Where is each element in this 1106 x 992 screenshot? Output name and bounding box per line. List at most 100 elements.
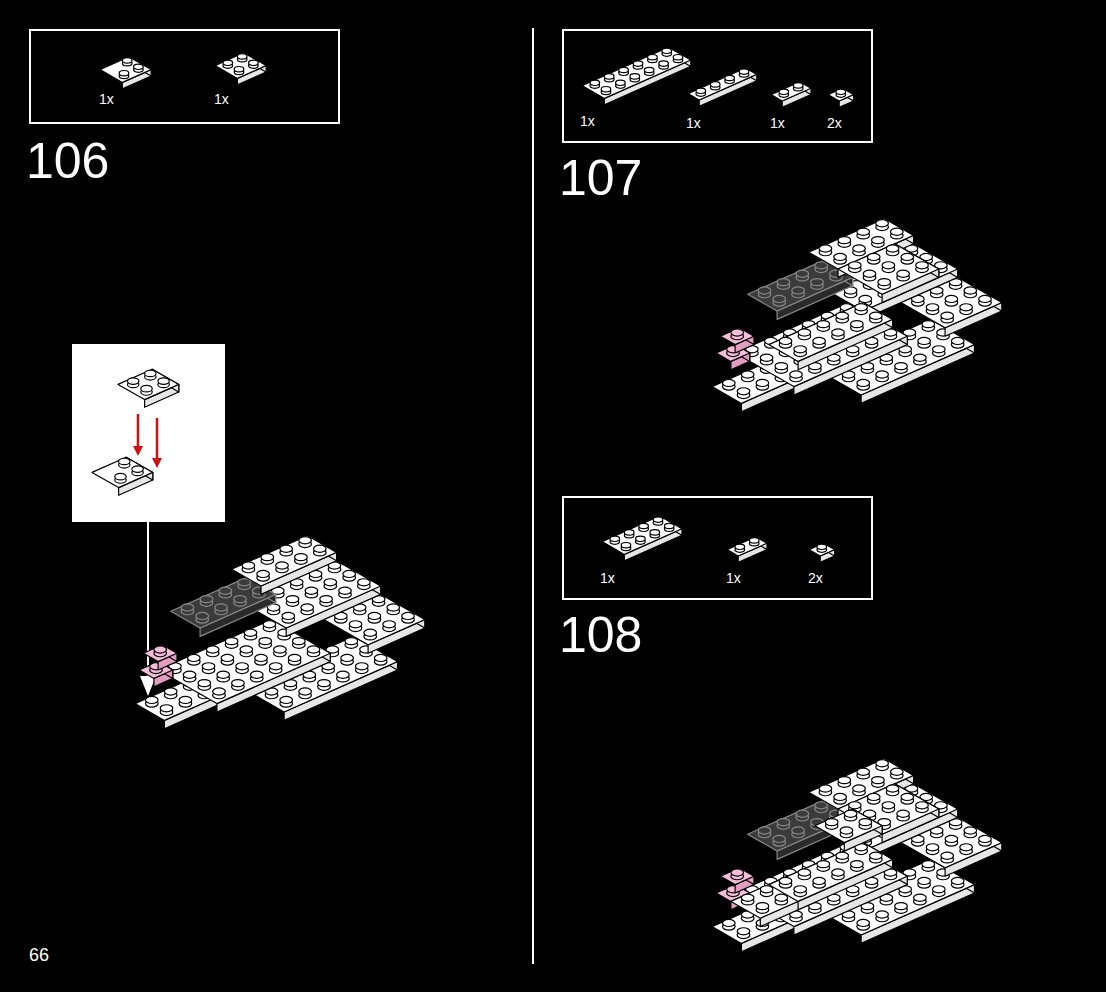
stud — [853, 245, 866, 252]
stud — [659, 61, 669, 66]
parts-box: 1x1x — [29, 29, 340, 124]
stud — [836, 852, 849, 859]
plate-face — [838, 244, 939, 294]
stud — [964, 287, 977, 294]
stud — [951, 877, 964, 884]
stud — [779, 877, 792, 884]
stud — [119, 458, 130, 464]
stud — [819, 785, 832, 792]
stud — [760, 886, 773, 893]
stud — [662, 48, 672, 53]
stud — [616, 80, 626, 85]
stud — [886, 785, 899, 792]
plate-face — [582, 47, 691, 98]
stud — [916, 262, 929, 269]
stud — [901, 253, 914, 260]
stud — [749, 538, 759, 543]
stud — [242, 562, 255, 569]
stud — [122, 58, 132, 63]
stud — [263, 621, 276, 628]
plate-face — [100, 57, 151, 83]
stud — [257, 570, 270, 577]
red-arrows — [133, 414, 162, 468]
stud — [758, 827, 771, 834]
stud — [619, 67, 629, 72]
stud — [891, 768, 904, 775]
stud — [758, 287, 771, 294]
stud — [817, 321, 830, 328]
brick-assembly — [135, 536, 425, 729]
part-count: 1x — [770, 115, 785, 131]
stud — [794, 346, 807, 353]
stud — [859, 295, 872, 302]
stud — [979, 295, 992, 302]
part-icon — [828, 88, 854, 107]
stud — [115, 473, 126, 479]
stud — [286, 596, 299, 603]
stud — [723, 919, 736, 926]
stud — [777, 279, 790, 286]
stud — [237, 54, 247, 59]
stud — [849, 262, 862, 269]
stud — [288, 654, 301, 661]
stud — [337, 671, 350, 678]
stud — [387, 604, 400, 611]
stud — [790, 371, 803, 378]
plate-face — [720, 328, 754, 345]
part-icon — [688, 68, 757, 106]
stud — [305, 587, 318, 594]
stud — [723, 379, 736, 386]
stud — [891, 228, 904, 235]
stud — [320, 596, 333, 603]
stud — [215, 604, 228, 611]
plate-face — [143, 645, 177, 662]
stud — [901, 793, 914, 800]
stud — [181, 604, 194, 611]
plate-face — [232, 536, 337, 586]
part-count: 1x — [600, 570, 615, 586]
stud — [960, 304, 973, 311]
stud — [601, 86, 611, 91]
stud — [339, 587, 352, 594]
plate-face — [118, 369, 179, 399]
stud — [741, 894, 754, 901]
plate-face — [769, 303, 893, 362]
stud — [918, 337, 931, 344]
stud — [610, 536, 620, 541]
plate-face — [602, 516, 682, 554]
stud — [213, 688, 226, 695]
stud — [664, 523, 674, 528]
part-count: 2x — [827, 115, 842, 131]
stud — [343, 570, 356, 577]
part-count: 1x — [580, 113, 595, 129]
stud — [794, 886, 807, 893]
stud — [223, 60, 233, 65]
stud — [815, 262, 828, 269]
stud — [261, 554, 274, 561]
stud — [853, 785, 866, 792]
part-icon — [809, 543, 835, 562]
stud — [775, 894, 788, 901]
stud — [244, 629, 257, 636]
stud — [796, 810, 809, 817]
stud — [878, 279, 891, 286]
stud — [368, 612, 381, 619]
stud — [794, 886, 807, 893]
part-icon — [727, 537, 767, 563]
stud — [160, 705, 173, 712]
stud — [202, 663, 215, 670]
stud — [851, 321, 864, 328]
stud — [815, 802, 828, 809]
stud — [844, 810, 857, 817]
stud — [358, 579, 371, 586]
stud — [792, 287, 805, 294]
stud — [725, 75, 735, 80]
stud — [779, 89, 789, 94]
stud — [933, 346, 946, 353]
stud — [945, 835, 958, 842]
stud — [650, 530, 660, 535]
stud — [234, 66, 244, 71]
stud — [249, 60, 259, 65]
stud — [741, 371, 754, 378]
